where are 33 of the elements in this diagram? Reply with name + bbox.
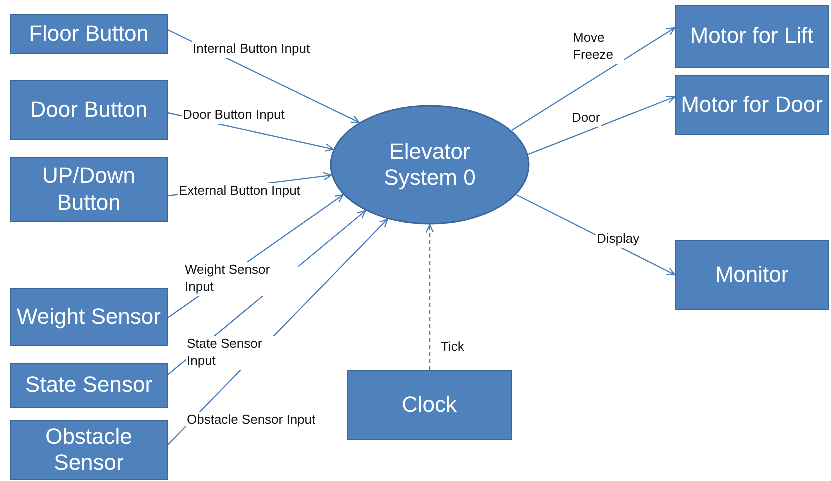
process-box (675, 75, 829, 135)
edge-label: Display (596, 231, 641, 248)
node-label: Motor for Door (681, 92, 823, 118)
process-box (10, 157, 168, 222)
edge-label: Move Freeze (572, 30, 624, 64)
node-label: Elevator System 0 (383, 138, 477, 192)
arrow (512, 27, 676, 132)
process-box (10, 420, 168, 480)
edge-label: External Button Input (178, 183, 302, 200)
process-ellipse (330, 105, 530, 225)
edge-label: Obstacle Sensor Input (186, 412, 317, 429)
process-box (347, 370, 512, 440)
edge-label: Door Button Input (182, 107, 286, 124)
node-label: Monitor (715, 262, 789, 288)
edge-label: Weight Sensor Input (184, 262, 298, 296)
arrow (426, 224, 434, 370)
process-box (10, 80, 168, 140)
node-label: Door Button (30, 96, 148, 124)
edge-label: Door (571, 110, 602, 127)
node-label: Floor Button (29, 20, 149, 48)
node-label: UP/Down Button (42, 163, 136, 216)
node-label: Weight Sensor (17, 304, 161, 330)
node-label: Motor for Lift (690, 23, 814, 50)
process-box (675, 240, 829, 310)
process-box (675, 5, 829, 68)
edge-label: Internal Button Input (192, 41, 312, 58)
process-box (10, 14, 168, 54)
arrow (528, 96, 676, 156)
node-label: State Sensor (25, 372, 153, 399)
node-label: Obstacle Sensor (44, 424, 134, 476)
process-box (10, 288, 168, 346)
process-box (10, 363, 168, 408)
node-label: Clock (402, 392, 457, 418)
